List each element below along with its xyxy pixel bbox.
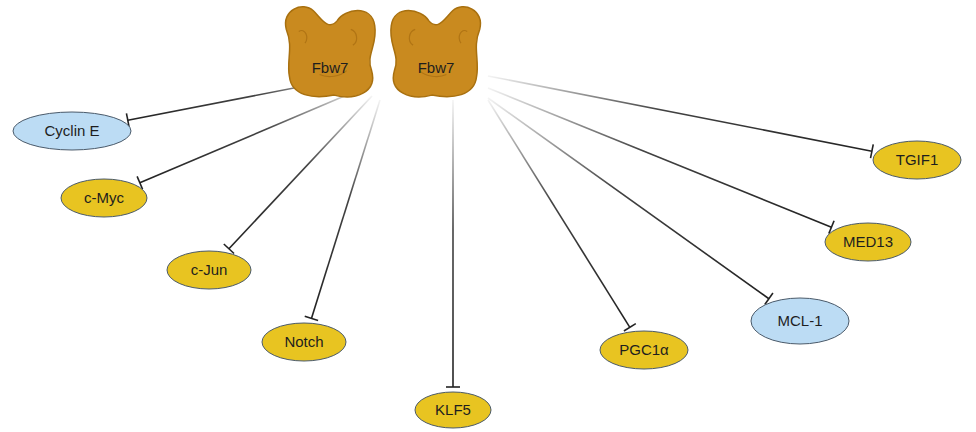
node-label: Fbw7: [418, 60, 455, 77]
target-ellipse: MED13: [824, 222, 912, 262]
node-outline: [278, 2, 382, 100]
node-label: KLF5: [435, 402, 471, 419]
node-label: c-Myc: [84, 190, 124, 207]
target-ellipse: c-Jun: [166, 250, 252, 290]
node-label: TGIF1: [896, 152, 939, 169]
target-ellipse: KLF5: [414, 391, 492, 429]
inhibition-connector: [488, 100, 636, 331]
node-label: c-Jun: [191, 262, 228, 279]
node-label: Cyclin E: [44, 123, 99, 140]
target-ellipse: PGC1α: [599, 330, 689, 370]
protein-shape: Fbw7: [278, 2, 382, 100]
node-outline: [384, 2, 488, 100]
target-ellipse: Notch: [261, 322, 347, 362]
protein-shape: Fbw7: [384, 2, 488, 100]
node-label: Notch: [284, 334, 323, 351]
node-label: MCL-1: [777, 313, 822, 330]
inhibition-connector: [305, 100, 380, 320]
node-label: MED13: [843, 234, 893, 251]
node-label: Fbw7: [312, 60, 349, 77]
node-label: PGC1α: [619, 342, 669, 359]
target-ellipse: Cyclin E: [12, 111, 132, 151]
target-ellipse: c-Myc: [60, 178, 148, 218]
target-ellipse: TGIF1: [872, 140, 962, 180]
inhibition-connector: [488, 98, 773, 304]
inhibition-connector: [488, 76, 873, 158]
target-ellipse: MCL-1: [750, 297, 850, 345]
inhibition-connector: [446, 100, 460, 387]
inhibition-connector: [224, 96, 372, 254]
